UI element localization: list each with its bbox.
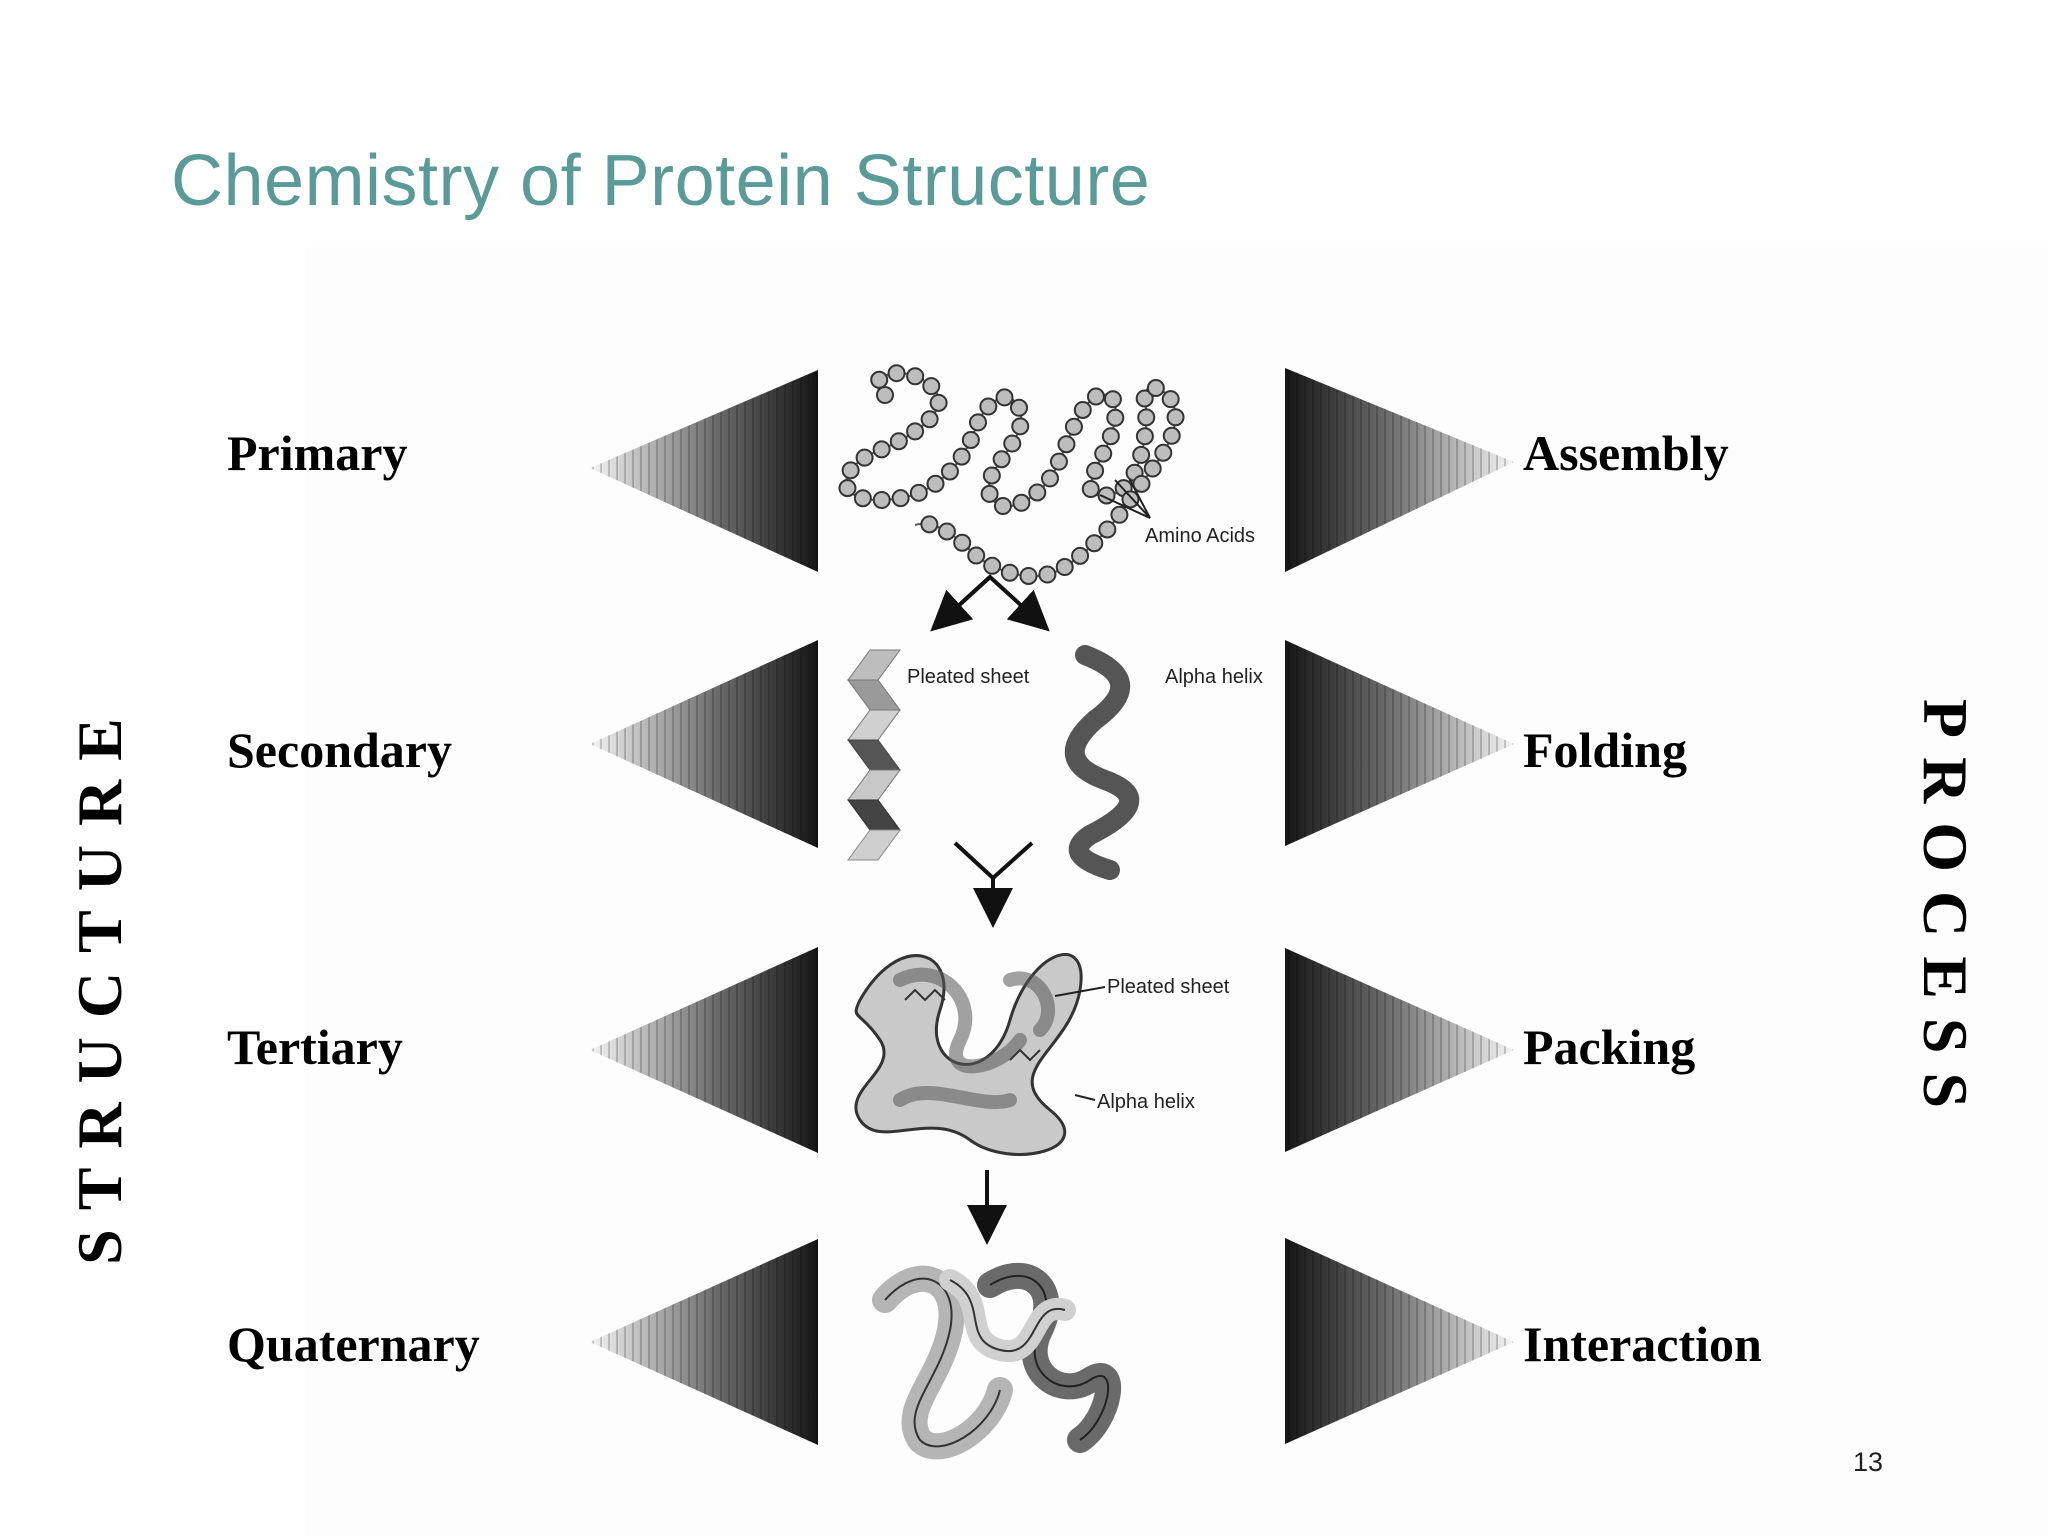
amino-acid-bead	[969, 413, 988, 432]
amino-acid-bead	[909, 483, 928, 502]
amino-acid-bead	[1094, 444, 1113, 463]
amino-acid-bead	[1110, 505, 1129, 524]
alpha-helix-annotation: Alpha helix	[1165, 666, 1263, 688]
amino-acid-bead	[1081, 480, 1100, 499]
amino-acids-annotation: Amino Acids	[1145, 525, 1255, 547]
process-interaction-label: Interaction	[1523, 1316, 1762, 1372]
amino-acid-bead	[1162, 426, 1181, 445]
amino-acid-bead	[872, 440, 891, 459]
amino-acid-bead	[1143, 459, 1162, 478]
process-assembly-label: Assembly	[1523, 425, 1729, 481]
amino-acid-bead	[1003, 434, 1022, 453]
amino-acid-bead	[891, 489, 910, 508]
arrow-primary-to-secondary	[930, 574, 1050, 632]
amino-acid-bead	[841, 461, 860, 480]
amino-acid-bead	[1085, 534, 1104, 553]
slide-title: Chemistry of Protein Structure	[171, 141, 1151, 221]
amino-acid-bead	[961, 430, 980, 449]
amino-acid-bead	[1064, 417, 1083, 436]
amino-acid-bead	[870, 370, 889, 389]
amino-acid-bead	[1166, 408, 1185, 427]
amino-acid-bead	[1101, 427, 1120, 446]
tertiary-pleated-sheet-annotation: Pleated sheet	[1107, 976, 1230, 998]
amino-acid-bead	[1161, 390, 1180, 409]
amino-acid-bead	[920, 515, 939, 534]
quaternary-complex	[872, 1262, 1122, 1460]
amino-acid-bead	[1086, 387, 1105, 406]
amino-acid-bead	[906, 367, 925, 386]
amino-acid-bead	[1132, 474, 1151, 493]
amino-acid-bead	[1011, 417, 1030, 436]
alpha-helix	[1064, 645, 1140, 880]
amino-acid-bead	[980, 484, 999, 503]
process-packing-label: Packing	[1523, 1019, 1696, 1075]
process-wedges	[1285, 368, 1514, 1444]
amino-acid-bead	[906, 422, 925, 441]
amino-acid-bead	[1146, 379, 1165, 398]
amino-acid-bead	[855, 448, 874, 467]
process-folding-label: Folding	[1523, 722, 1687, 778]
amino-acid-bead	[926, 474, 945, 493]
level-quaternary-label: Quaternary	[227, 1316, 480, 1372]
amino-acid-bead	[1098, 520, 1117, 539]
amino-acid-bead	[887, 364, 906, 383]
amino-acid-bead	[1135, 389, 1154, 408]
amino-acid-bead	[1049, 452, 1068, 471]
amino-acid-bead	[922, 377, 941, 396]
amino-acid-bead	[979, 397, 998, 416]
amino-acid-bead	[920, 410, 939, 429]
amino-acid-bead	[1135, 427, 1154, 446]
amino-acid-bead	[1057, 435, 1076, 454]
level-tertiary-label: Tertiary	[227, 1019, 403, 1075]
amino-acid-bead	[929, 393, 948, 412]
amino-acid-bead	[1038, 565, 1057, 584]
pleated-sheet-annotation: Pleated sheet	[907, 666, 1030, 688]
amino-acid-bead	[1106, 408, 1125, 427]
amino-acid-bead	[940, 462, 959, 481]
amino-acid-bead	[1010, 398, 1029, 417]
amino-acid-bead	[953, 533, 972, 552]
tertiary-alpha-helix-annotation: Alpha helix	[1097, 1091, 1195, 1113]
amino-acid-bead	[1121, 490, 1140, 509]
amino-acid-bead	[1103, 390, 1122, 409]
amino-acid-bead	[952, 447, 971, 466]
amino-acid-bead	[1012, 493, 1031, 512]
level-secondary-label: Secondary	[227, 722, 452, 778]
amino-acid-bead	[1073, 400, 1092, 419]
amino-acid-bead	[853, 489, 872, 508]
amino-acid-bead	[967, 546, 986, 565]
amino-acid-bead	[1040, 469, 1059, 488]
amino-acid-bead	[983, 556, 1002, 575]
page-number: 13	[1853, 1447, 1884, 1477]
amino-acid-bead	[982, 466, 1001, 485]
amino-acid-bead	[1132, 445, 1151, 464]
amino-acid-bead	[995, 388, 1014, 407]
amino-acid-bead	[1086, 461, 1105, 480]
amino-acid-bead	[876, 386, 894, 404]
amino-acid-bead	[992, 450, 1011, 469]
amino-acid-bead	[889, 432, 908, 451]
amino-acid-bead	[1000, 563, 1019, 582]
amino-acid-bead	[1154, 443, 1173, 462]
diagram-background	[305, 247, 2048, 1536]
amino-acid-bead	[1137, 408, 1156, 427]
amino-acid-bead	[937, 522, 956, 541]
arrow-secondary-to-tertiary	[953, 841, 1034, 928]
structure-wedges	[590, 370, 818, 1445]
amino-acid-beads	[838, 364, 1185, 585]
amino-acid-bead	[1071, 546, 1090, 565]
amino-acid-bead	[993, 496, 1012, 515]
amino-acid-bead	[872, 490, 891, 509]
pleated-sheet	[847, 649, 901, 861]
amino-acid-bead	[1028, 483, 1047, 502]
tertiary-fold	[854, 952, 1083, 1156]
level-primary-label: Primary	[227, 425, 408, 481]
amino-acid-bead	[1055, 558, 1074, 577]
amino-acid-bead	[1019, 566, 1038, 585]
amino-acid-bead	[838, 479, 857, 498]
